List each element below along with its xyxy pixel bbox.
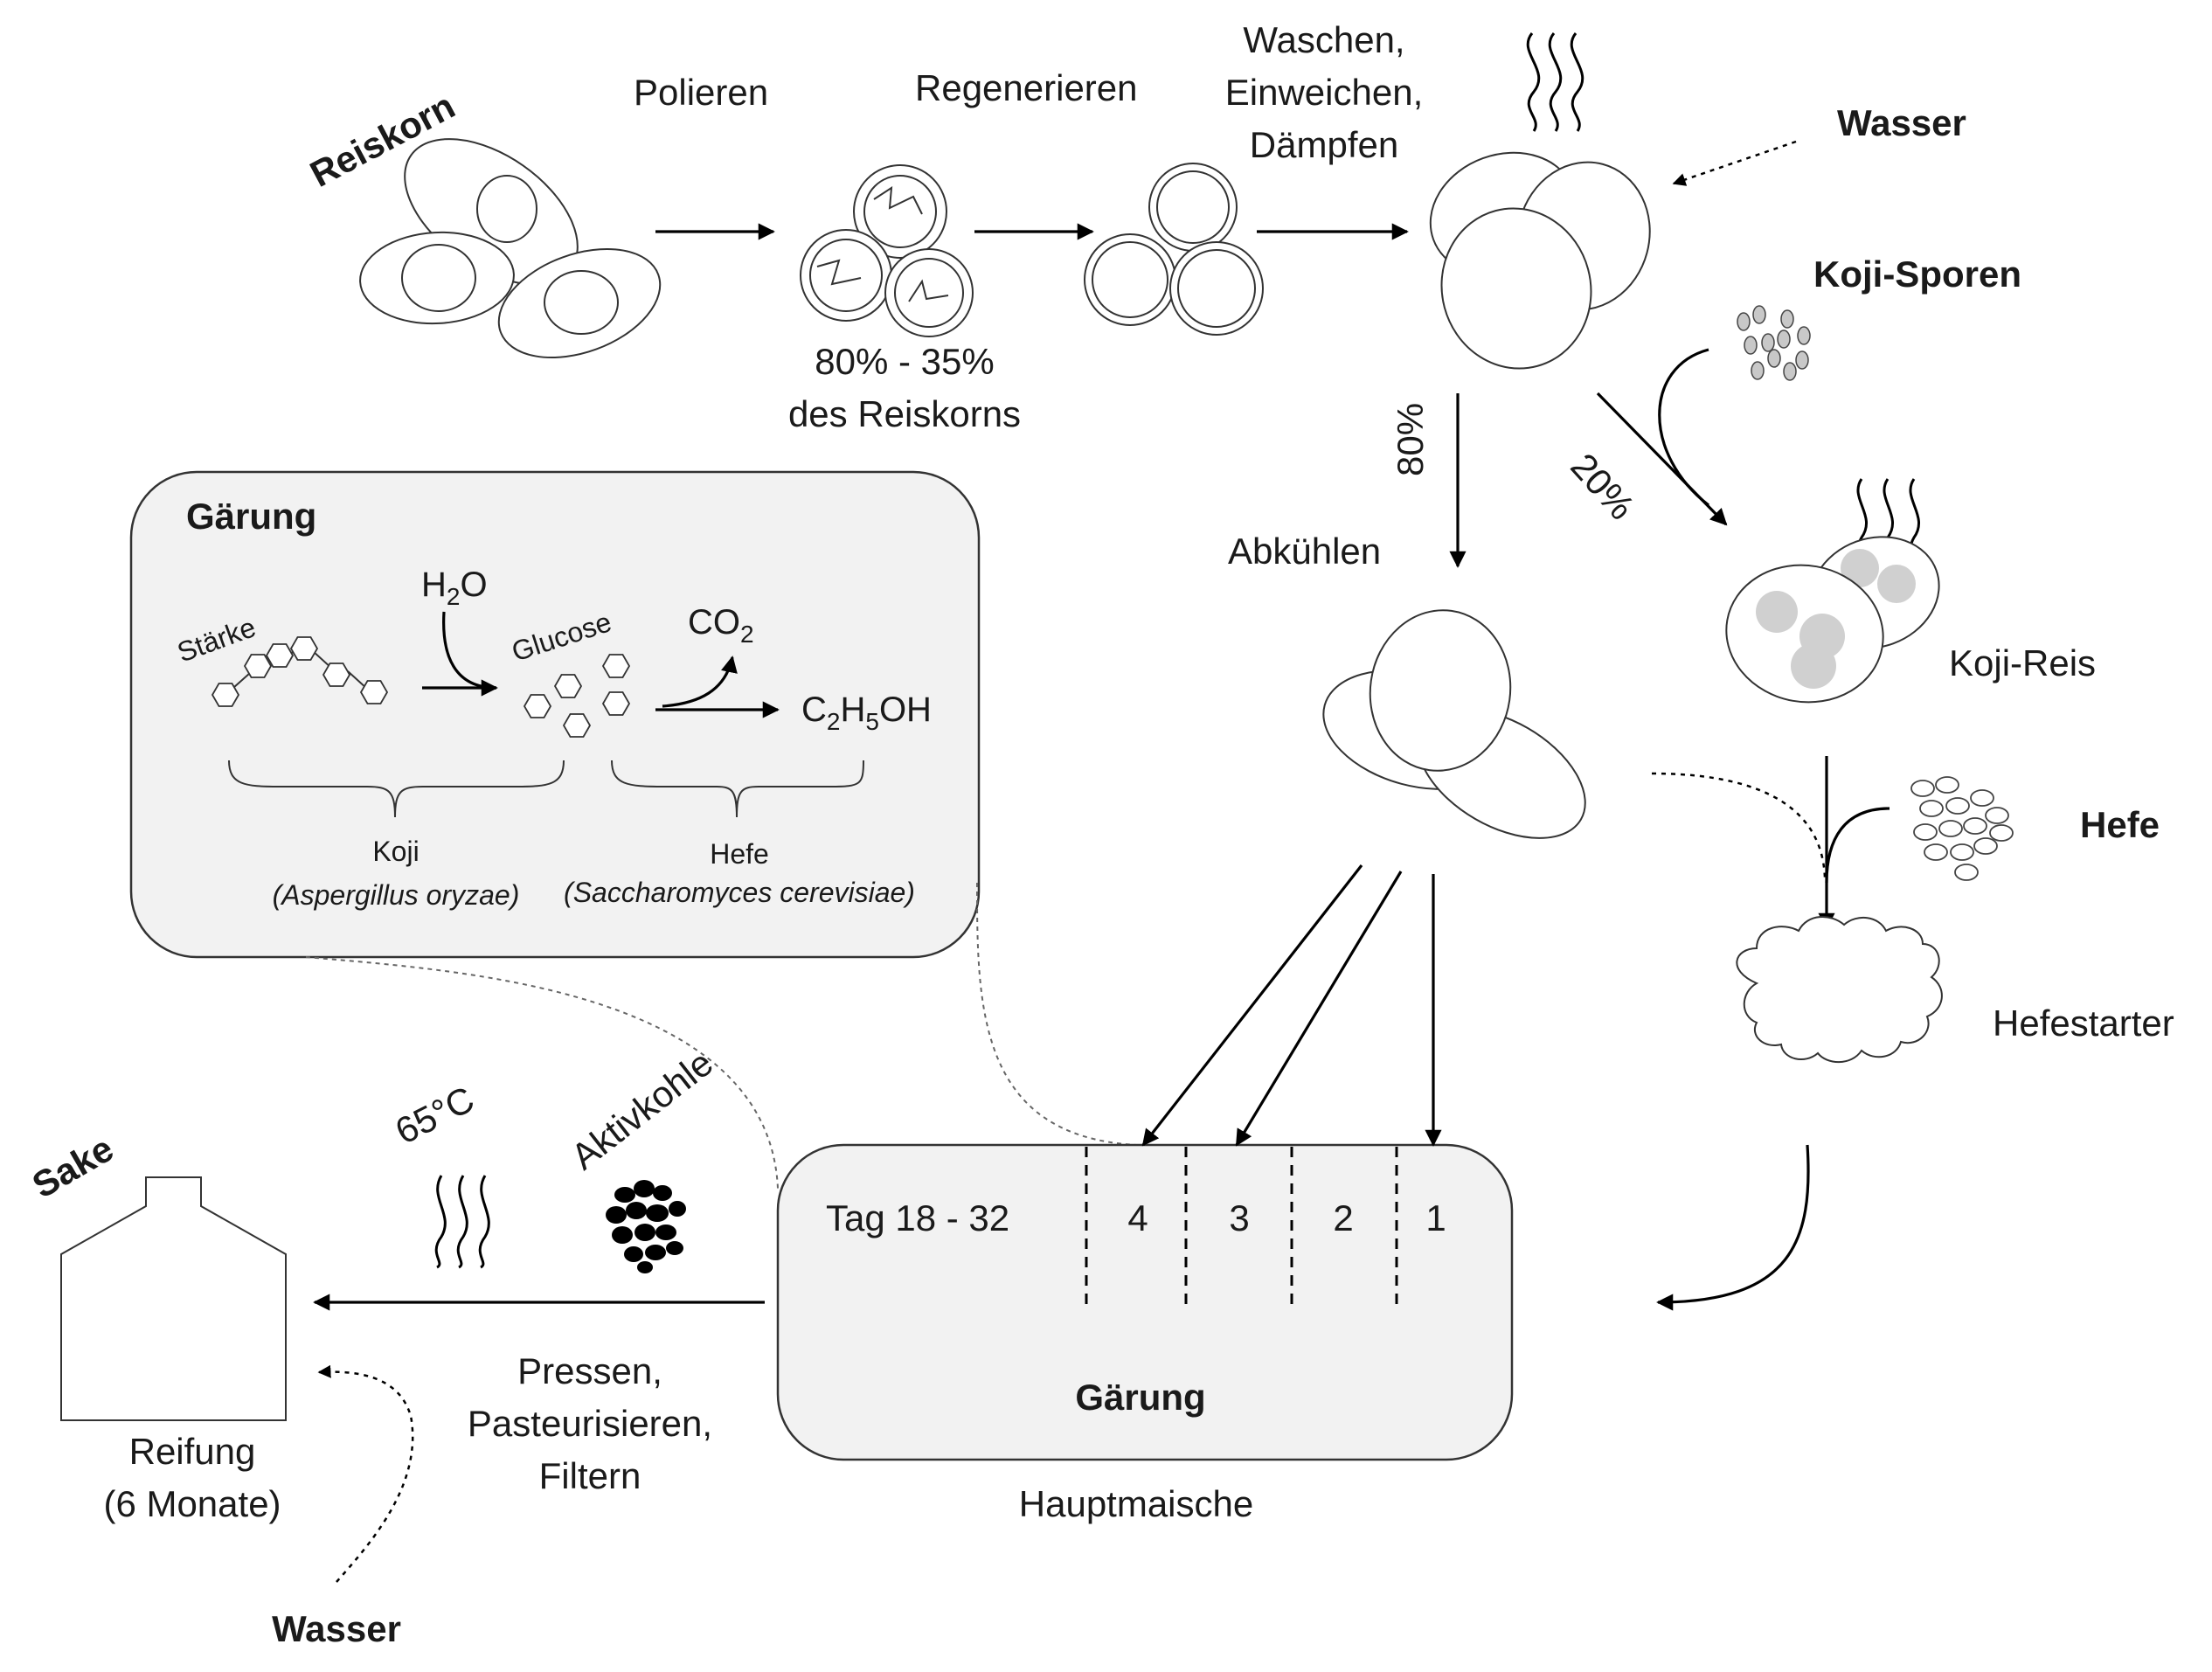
koji-spores-icon	[1737, 305, 1811, 381]
label-hefe-panel: Hefe	[710, 838, 769, 870]
label-hefestarter: Hefestarter	[1993, 1003, 2174, 1044]
label-polish-pct: 80% - 35%	[815, 341, 994, 382]
callout-line-left	[305, 956, 779, 1190]
rice-grains-cooled	[1322, 609, 1586, 839]
label-polish-pct-2: des Reiskorns	[788, 393, 1021, 434]
label-20pct: 20%	[1563, 446, 1642, 528]
mash-day-range: Tag 18 - 32	[826, 1197, 1009, 1238]
yeast-icon	[1910, 776, 2014, 881]
label-80pct: 80%	[1390, 403, 1431, 476]
label-einweichen: Einweichen,	[1225, 72, 1423, 113]
arrow-starter-to-mash	[1656, 1144, 1810, 1311]
label-polieren: Polieren	[634, 72, 768, 113]
mash-stage-1: 1	[1425, 1197, 1446, 1238]
arrow-yeast-in	[1825, 807, 1890, 884]
label-co2: CO2	[688, 603, 754, 648]
starch-molecule	[211, 636, 388, 707]
label-hefe: Hefe	[2080, 804, 2160, 845]
callout-line-right	[976, 882, 1137, 1146]
label-waschen: Waschen,	[1243, 19, 1404, 60]
steam-icon-pasteurize	[434, 1175, 490, 1269]
rice-grains-raw	[359, 138, 662, 359]
label-koji-reis: Koji-Reis	[1949, 642, 2096, 683]
label-koji-sporen: Koji-Sporen	[1813, 253, 2021, 295]
arrow-water-top	[1672, 140, 1797, 186]
rice-grains-regenerated	[1084, 163, 1264, 336]
brace-hefe	[611, 760, 864, 818]
arrow-koji-spores	[1658, 348, 1709, 507]
label-pasteurisieren: Pasteurisieren,	[468, 1403, 712, 1444]
fermentation-panel	[129, 470, 981, 959]
mash-title: Gärung	[1075, 1377, 1205, 1418]
koji-rice-grains	[1725, 536, 1940, 704]
label-temperature: 65°C	[389, 1079, 481, 1152]
mash-stage-2: 2	[1333, 1197, 1353, 1238]
label-filtern: Filtern	[539, 1455, 641, 1496]
arrow-water-bottom	[317, 1364, 414, 1583]
rice-grains-steamed	[1429, 151, 1651, 370]
arrow-cooled-to-stage-4	[1141, 864, 1363, 1147]
rice-grains-polished	[800, 164, 974, 337]
label-hefe-species: (Saccharomyces cerevisiae)	[564, 877, 915, 908]
label-reifung-duration: (6 Monate)	[103, 1483, 281, 1524]
label-pressen: Pressen,	[517, 1350, 662, 1391]
mash-stage-3: 3	[1229, 1197, 1249, 1238]
arrow-co2	[662, 656, 738, 708]
mash-stage-4: 4	[1127, 1197, 1148, 1238]
brace-koji	[228, 760, 565, 818]
label-water: H2O	[421, 565, 488, 610]
arrow-koji-rice-in	[1651, 772, 1827, 879]
label-wasser-top: Wasser	[1837, 102, 1966, 143]
label-regenerieren: Regenerieren	[915, 67, 1138, 108]
label-abkuehlen: Abkühlen	[1228, 531, 1381, 572]
label-reifung: Reifung	[129, 1431, 256, 1472]
label-aktivkohle: Aktivkohle	[564, 1042, 721, 1177]
yeast-starter-cloud	[1736, 915, 1943, 1064]
arrow-cooled-to-stage-3	[1235, 871, 1403, 1147]
steam-icon-top	[1526, 32, 1584, 132]
label-daempfen: Dämpfen	[1250, 124, 1398, 165]
label-sake: Sake	[25, 1127, 120, 1206]
label-koji-species: (Aspergillus oryzae)	[273, 879, 520, 911]
label-ethanol: C2H5OH	[801, 690, 932, 735]
label-hauptmaische: Hauptmaische	[1019, 1483, 1253, 1524]
panel-title: Gärung	[186, 496, 316, 537]
sake-bottle	[60, 1176, 287, 1421]
label-wasser-bottom: Wasser	[272, 1608, 401, 1649]
activated-carbon-icon	[606, 1180, 686, 1273]
label-koji: Koji	[372, 836, 419, 867]
